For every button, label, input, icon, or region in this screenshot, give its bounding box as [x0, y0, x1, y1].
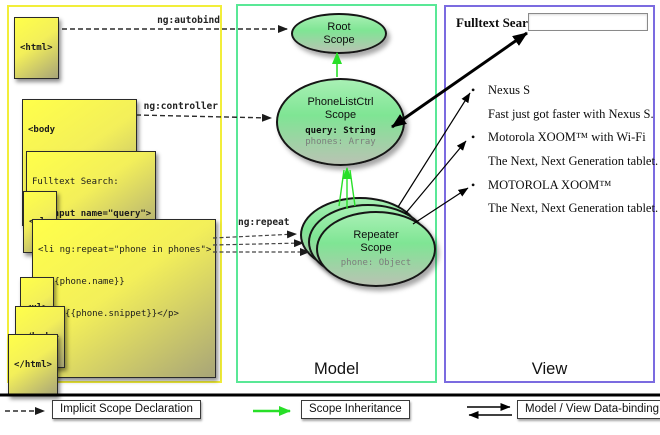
- view-item-title: Nexus S: [488, 83, 531, 97]
- code-box-html-open: <html>: [14, 17, 59, 79]
- view-panel-label: View: [531, 360, 568, 378]
- view-item-desc: Fast just got faster with Nexus S.: [488, 107, 654, 121]
- scope-title: Scope: [360, 241, 392, 254]
- fulltext-search-label: Fulltext Search:: [456, 15, 545, 30]
- code-line: </html>: [14, 359, 52, 370]
- legend-scope-inheritance-box: Scope Inheritance: [301, 400, 410, 419]
- legend-implicit-scope-box: Implicit Scope Declaration: [52, 400, 201, 419]
- ng-autobind-label: ng:autobind: [157, 15, 220, 26]
- scope-title: Scope: [324, 108, 357, 121]
- scope-prop-phones: phones: Array: [305, 137, 376, 147]
- code-line: <input name="query">: [32, 208, 152, 219]
- scope-prop-query: query: String: [305, 126, 376, 136]
- view-item-desc: The Next, Next Generation tablet.: [488, 201, 659, 215]
- view-item-title: MOTOROLA XOOM™: [488, 178, 612, 192]
- scope-title: Root: [327, 21, 351, 33]
- ng-controller-label: ng:controller: [143, 101, 218, 112]
- legend-data-binding-box: Model / View Data-binding: [517, 400, 660, 419]
- view-item-desc: The Next, Next Generation tablet.: [488, 154, 659, 168]
- code-line: {{phone.name}}: [38, 276, 125, 287]
- code-line: <p>{{phone.snippet}}</p>: [38, 309, 179, 320]
- code-line: Fulltext Search:: [32, 176, 119, 187]
- view-panel: View: [444, 5, 655, 383]
- scope-title: Scope: [323, 33, 355, 46]
- view-item-title: Motorola XOOM™ with Wi-Fi: [488, 130, 646, 144]
- phonelistctrl-scope-ellipse: PhoneListCtrl Scope query: String phones…: [276, 78, 405, 166]
- scope-title: Repeater: [353, 229, 399, 241]
- model-panel: Model: [236, 4, 437, 383]
- bullet-icon: •: [471, 178, 476, 192]
- root-scope-ellipse: Root Scope: [291, 13, 387, 54]
- repeater-scope-ellipse-front: Repeater Scope phone: Object: [316, 211, 436, 287]
- code-line: <html>: [20, 42, 53, 53]
- fulltext-search-input: [528, 13, 648, 31]
- ng-repeat-label: ng:repeat: [238, 217, 290, 228]
- bullet-icon: •: [471, 130, 476, 144]
- scope-prop-phone: phone: Object: [340, 258, 412, 268]
- code-box-html-close: </html>: [8, 334, 58, 396]
- bullet-icon: •: [471, 83, 476, 97]
- scope-title: PhoneListCtrl: [307, 96, 374, 108]
- code-line: <body: [28, 124, 56, 135]
- model-panel-label: Model: [314, 360, 359, 378]
- code-line: <li ng:repeat="phone in phones">: [38, 244, 212, 255]
